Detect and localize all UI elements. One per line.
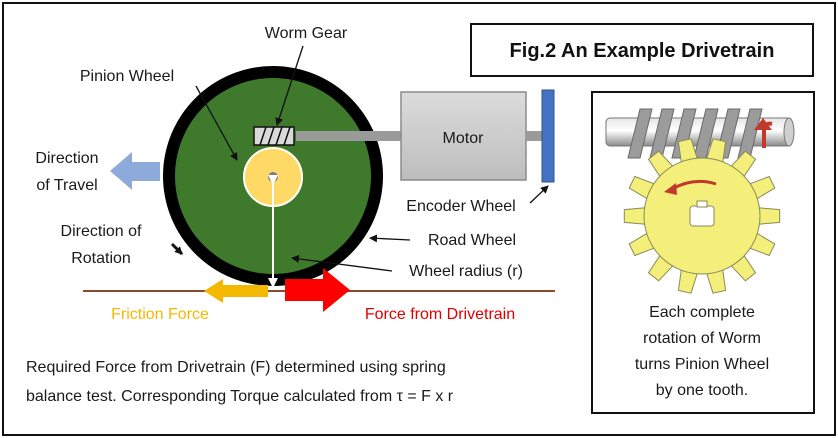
motor-label: Motor bbox=[443, 130, 485, 147]
friction-force-arrow bbox=[204, 279, 268, 303]
worm-gear-icon bbox=[253, 126, 295, 146]
direction-of-rotation-label-1: Direction of bbox=[61, 223, 142, 240]
leader-encoder-wheel bbox=[529, 185, 549, 204]
gear-rotation-arrowhead bbox=[664, 183, 677, 195]
leader-road-wheel bbox=[369, 234, 411, 243]
drive-shaft bbox=[296, 131, 402, 141]
force-from-drivetrain-label: Force from Drivetrain bbox=[365, 306, 515, 323]
drivetrain-force-arrow bbox=[285, 268, 350, 312]
road-wheel-label: Road Wheel bbox=[428, 232, 516, 249]
caption-line-1: Required Force from Drivetrain (F) deter… bbox=[26, 359, 446, 376]
leader-worm-gear bbox=[275, 45, 304, 126]
wheel-radius-label: Wheel radius (r) bbox=[409, 263, 523, 280]
inset-caption-line-1: Each complete bbox=[649, 304, 755, 321]
figure-title: Fig.2 An Example Drivetrain bbox=[510, 40, 775, 62]
direction-of-travel-label-1: Direction bbox=[35, 150, 98, 167]
worm-rotation-arrowhead bbox=[754, 118, 772, 130]
inset-caption-line-4: by one tooth. bbox=[656, 382, 749, 399]
encoder-wheel bbox=[541, 89, 555, 183]
pinion-wheel-label: Pinion Wheel bbox=[80, 68, 174, 85]
inset-caption-line-3: turns Pinion Wheel bbox=[635, 356, 769, 373]
direction-of-travel-arrow bbox=[110, 152, 160, 190]
worm-gear-label: Worm Gear bbox=[265, 25, 348, 42]
caption-line-2: balance test. Corresponding Torque calcu… bbox=[26, 388, 454, 405]
encoder-wheel-label: Encoder Wheel bbox=[406, 198, 515, 215]
leader-pinion-wheel bbox=[195, 85, 238, 161]
direction-of-travel-label-2: of Travel bbox=[36, 177, 97, 194]
wheel-axle bbox=[268, 172, 278, 182]
direction-of-rotation-label-2: Rotation bbox=[71, 250, 131, 267]
title-box bbox=[470, 23, 814, 77]
friction-force-label: Friction Force bbox=[111, 306, 209, 323]
leader-wheel-radius bbox=[291, 254, 393, 272]
worm-screw-icon bbox=[605, 108, 795, 159]
motor-shaft bbox=[526, 131, 542, 141]
rotation-arrow bbox=[170, 242, 184, 256]
inset-caption-line-2: rotation of Worm bbox=[643, 330, 761, 347]
